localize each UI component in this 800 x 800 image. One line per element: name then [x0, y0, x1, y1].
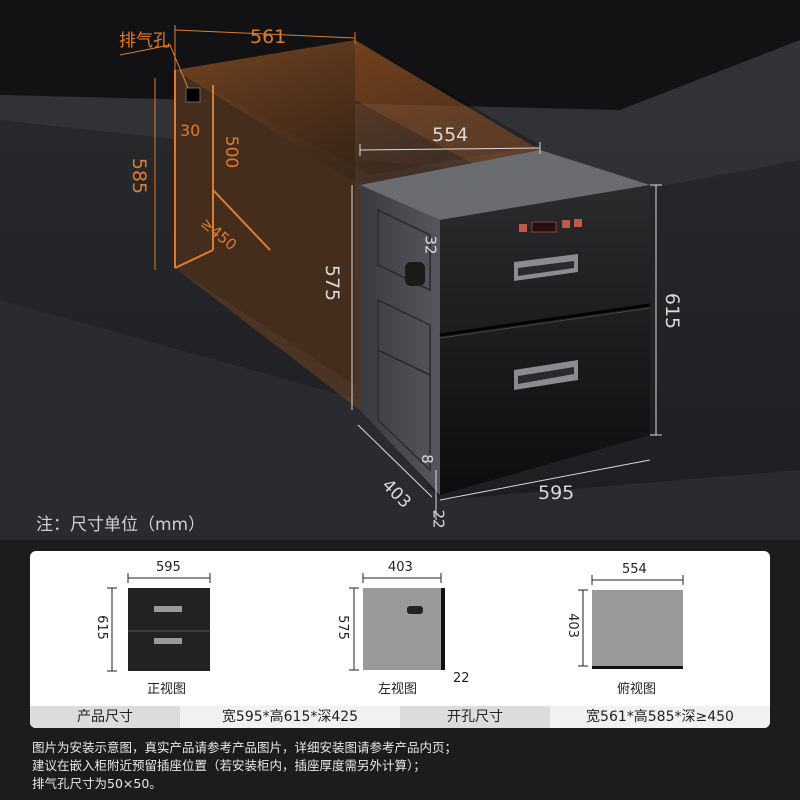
- dim-top-width: 554: [432, 124, 469, 146]
- left-view-caption: 左视图: [378, 682, 418, 697]
- left-view-thickness: 22: [453, 671, 470, 686]
- product-size-value: 宽595*高615*深425: [221, 709, 359, 725]
- cutout-size-value: 宽561*高585*深≥450: [586, 709, 734, 725]
- dim-total-height: 615: [661, 292, 684, 330]
- appliance-front: [440, 185, 650, 495]
- dim-panel-offset: 32: [421, 235, 440, 255]
- dim-bottom-gap: 8: [417, 454, 436, 464]
- cutout-size-label: 开孔尺寸: [400, 706, 550, 728]
- top-view-drawing: [592, 590, 683, 666]
- front-view-width: 595: [156, 560, 181, 575]
- opening-outline: [174, 70, 271, 269]
- dim-inner-height: 500: [221, 135, 242, 169]
- top-view-width: 554: [622, 562, 647, 577]
- appliance-top: [360, 150, 650, 220]
- left-view-drawing: [363, 588, 441, 670]
- spec-row: 产品尺寸 宽595*高615*深425 开孔尺寸 宽561*高585*深≥450: [30, 706, 770, 728]
- dim-opening-height: 585: [128, 157, 151, 195]
- product-size-label: 产品尺寸: [30, 706, 180, 728]
- drawer-handle-lower: [514, 360, 578, 390]
- installation-illustration: 排气孔 561 30 585 500 ≥450 554 575 32 615 8…: [0, 0, 800, 540]
- dim-panel-thickness: 22: [429, 509, 448, 529]
- unit-note: 注：尺寸单位（mm）: [36, 515, 206, 535]
- front-view-caption: 正视图: [147, 682, 187, 697]
- dim-vent-size: 30: [180, 121, 201, 140]
- left-view-height: 575: [334, 615, 350, 640]
- footnote-1: 图片为安装示意图，真实产品请参考产品图片，详细安装图请参考产品内页；: [32, 740, 458, 755]
- front-view-drawing: [128, 588, 210, 671]
- vent-hole: [185, 87, 201, 103]
- dim-front-width: 595: [538, 482, 575, 504]
- views-drawings: [107, 573, 684, 672]
- dim-opening-width: 561: [250, 26, 287, 48]
- footnote-3: 排气孔尺寸为50×50。: [32, 776, 162, 791]
- control-panel: [519, 219, 582, 233]
- top-view-caption: 俯视图: [617, 682, 657, 697]
- cabinet-scene: [0, 0, 800, 540]
- drawer-handle-upper: [514, 254, 578, 281]
- top-view-depth: 403: [564, 613, 580, 638]
- side-handle: [405, 262, 425, 286]
- views-panel: 595 615 正视图 403 575 22 左视图 554 403 俯视图 产…: [30, 551, 770, 728]
- dim-body-height: 575: [321, 264, 344, 302]
- left-view-width: 403: [388, 560, 413, 575]
- front-view-height: 615: [93, 615, 109, 640]
- vent-label: 排气孔: [119, 31, 170, 51]
- footnote-2: 建议在嵌入柜附近预留插座位置（若安装柜内，插座厚度需另外计算）；: [32, 758, 426, 773]
